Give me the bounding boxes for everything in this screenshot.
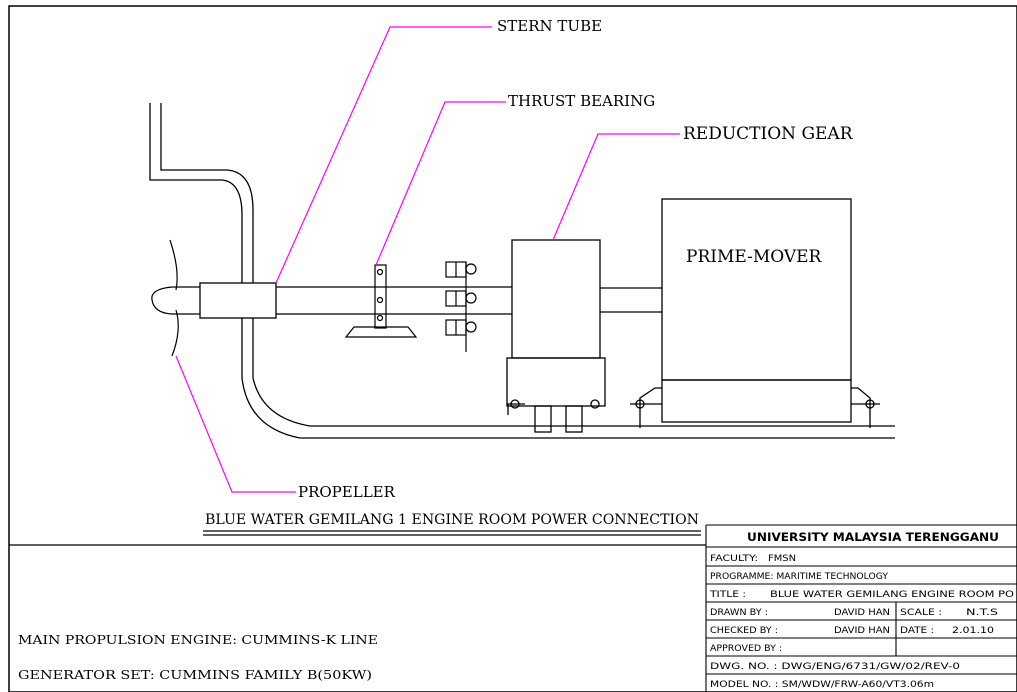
tb-approved-by-label: APPROVED BY :: [710, 644, 782, 654]
note-main-engine: MAIN PROPULSION ENGINE: CUMMINS-K LINE: [18, 633, 378, 647]
tb-programme: PROGRAMME: MARITIME TECHNOLOGY: [710, 572, 889, 582]
tb-date-value: 2.01.10: [952, 626, 994, 636]
tb-title-label: TITLE :: [709, 590, 746, 600]
tb-date-label: DATE :: [900, 626, 934, 636]
tb-checked-by-value: DAVID HAN: [834, 626, 890, 636]
tb-model-no: MODEL NO. : SM/WDW/FRW-A60/VT3.06m: [710, 680, 934, 690]
tb-faculty-value: FMSN: [768, 554, 796, 564]
prime-mover-body: [630, 198, 880, 428]
drawing-title: BLUE WATER GEMILANG 1 ENGINE ROOM POWER …: [205, 512, 699, 528]
thrust-bearing-body: [344, 264, 418, 338]
tb-drawn-by-value: DAVID HAN: [834, 608, 890, 618]
tb-scale-value: N.T.S: [966, 608, 998, 618]
tb-university: UNIVERSITY MALAYSIA TERENGGANU: [747, 530, 999, 544]
flange-coupling: [445, 261, 477, 352]
note-generator: GENERATOR SET: CUMMINS FAMILY B(50KW): [18, 668, 372, 682]
tb-scale-label: SCALE :: [900, 608, 942, 618]
stern-tube-body: [199, 282, 277, 319]
sheet-border: [8, 5, 1017, 692]
tb-drawn-by-label: DRAWN BY :: [710, 608, 768, 618]
label-thrust-bearing: THRUST BEARING: [508, 92, 655, 110]
label-prime-mover: PRIME-MOVER: [686, 247, 823, 267]
leader-lines: [175, 26, 680, 493]
tb-dwg-no: DWG. NO. : DWG/ENG/6731/GW/02/REV-0: [710, 662, 960, 672]
label-reduction-gear: REDUCTION GEAR: [683, 124, 854, 144]
label-propeller: PROPELLER: [298, 483, 396, 501]
hull-outline: [149, 103, 895, 439]
tb-title-value: BLUE WATER GEMILANG ENGINE ROOM PO: [770, 590, 1014, 600]
tb-checked-by-label: CHECKED BY :: [710, 626, 778, 636]
title-block: [705, 524, 1017, 692]
tb-faculty-label: FACULTY:: [710, 554, 758, 564]
reduction-gear-body: [506, 239, 606, 433]
label-stern-tube: STERN TUBE: [497, 17, 602, 35]
propeller-symbol: [151, 239, 179, 357]
